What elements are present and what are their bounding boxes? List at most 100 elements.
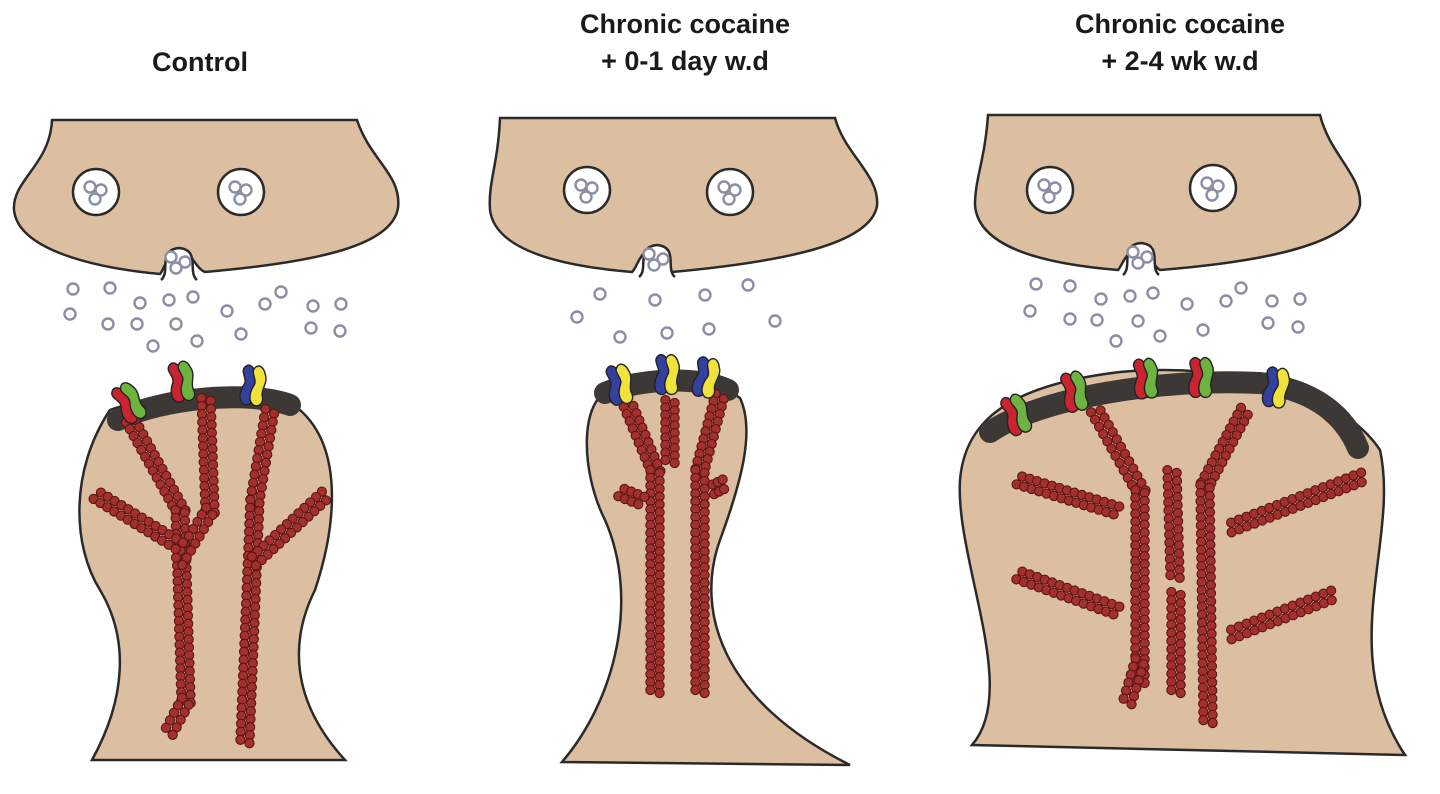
actin-filament (1166, 586, 1186, 699)
receptor-subunit (1198, 356, 1214, 399)
actin-filament (245, 404, 280, 509)
neurotransmitter (63, 307, 77, 321)
actin-filament (1011, 566, 1125, 620)
neurotransmitter (333, 324, 347, 338)
neurotransmitter (1140, 250, 1154, 264)
neurotransmitter (1211, 179, 1225, 193)
panel-title-line: Chronic cocaine (579, 9, 791, 39)
actin-filament (88, 487, 189, 555)
neurotransmitter (1196, 323, 1210, 337)
neurotransmitter (234, 327, 248, 341)
neurotransmitter (1037, 178, 1051, 192)
neurotransmitter (717, 180, 731, 194)
panel-title-line: Control (152, 47, 248, 77)
neurotransmitter (178, 255, 192, 269)
actin-filament (660, 394, 680, 469)
neurotransmitter (1291, 320, 1305, 334)
neurotransmitter (613, 330, 627, 344)
neurotransmitter (1023, 304, 1037, 318)
receptor (1188, 356, 1214, 399)
neurotransmitter (647, 258, 661, 272)
neurotransmitter (1153, 329, 1167, 343)
neurotransmitter (570, 310, 584, 324)
actin-filament (1118, 653, 1149, 710)
synaptic-vesicle (705, 167, 755, 217)
neurotransmitter (728, 183, 742, 197)
neurotransmitter (1205, 188, 1219, 202)
neurotransmitter (239, 183, 253, 197)
neurotransmitter (162, 293, 176, 307)
neurotransmitter (83, 180, 97, 194)
neurotransmitter (258, 297, 272, 311)
postsynaptic-density (979, 371, 1369, 459)
panel-title-line: + 0-1 day w.d (601, 46, 769, 76)
neurotransmitter (169, 317, 183, 331)
receptor-subunit (1271, 367, 1291, 409)
panel-title-line: Chronic cocaine (1074, 9, 1286, 39)
receptor-subunit (1142, 357, 1159, 399)
presynaptic-terminal (488, 116, 879, 274)
panel-title-cocaine-0-1-day: Chronic cocaine + 0-1 day w.d (535, 6, 835, 80)
receptor (1060, 370, 1089, 413)
neurotransmitter (1131, 314, 1145, 328)
neurotransmitter (642, 247, 656, 261)
synaptic-vesicle (562, 165, 612, 215)
neurotransmitter (1109, 334, 1123, 348)
receptor (167, 360, 196, 403)
actin-filament (645, 464, 665, 699)
neurotransmitter (648, 293, 662, 307)
panel-title-control: Control (100, 44, 300, 81)
neurotransmitter (1200, 176, 1214, 190)
neurotransmitter (1265, 294, 1279, 308)
neurotransmitter (768, 314, 782, 328)
receptor (111, 382, 147, 425)
receptor (1000, 393, 1033, 437)
neurotransmitter (660, 326, 674, 340)
neurotransmitter (722, 192, 736, 206)
receptor (654, 353, 680, 396)
actin-filament (1085, 405, 1151, 498)
receptor-subunit (177, 360, 196, 402)
vesicle-fusion (160, 246, 198, 281)
presynaptic-terminal (12, 118, 400, 276)
actin-filament (196, 393, 220, 518)
receptor (1132, 357, 1159, 400)
neurotransmitter (702, 322, 716, 336)
actin-filament (1225, 467, 1367, 538)
receptor-subunit (701, 357, 721, 399)
neurotransmitter (66, 282, 80, 296)
neurotransmitter (1123, 289, 1137, 303)
neurotransmitter (220, 304, 234, 318)
neurotransmitter (304, 321, 318, 335)
receptor (605, 363, 634, 406)
neurotransmitter (1094, 292, 1108, 306)
neurotransmitter (146, 339, 160, 353)
neurotransmitter (186, 290, 200, 304)
neurotransmitter (1063, 312, 1077, 326)
synapse-panel-control (12, 118, 400, 762)
receptor-subunit (249, 365, 267, 407)
synapse-panel-cocaine-2-4-wk (958, 113, 1408, 757)
neurotransmitter (1042, 190, 1056, 204)
neurotransmitter (1048, 181, 1062, 195)
neurotransmitter (579, 190, 593, 204)
neurotransmitter (1131, 256, 1145, 270)
panel-title-line: + 2-4 wk w.d (1101, 46, 1259, 76)
neurotransmitter (656, 252, 670, 266)
vesicle-fusion (638, 243, 676, 278)
synaptic-vesicle (1025, 165, 1075, 215)
neurotransmitter (88, 192, 102, 206)
neurotransmitter (130, 317, 144, 331)
actin-filament (690, 464, 710, 699)
actin-filament (170, 502, 218, 571)
neurotransmitter (274, 285, 288, 299)
neurotransmitter (334, 297, 348, 311)
neurotransmitter (1126, 245, 1140, 259)
actin-filament (707, 474, 730, 500)
neurotransmitter (1063, 279, 1077, 293)
panel-title-cocaine-2-4-wk: Chronic cocaine + 2-4 wk w.d (1030, 6, 1330, 80)
neurotransmitter (1234, 281, 1248, 295)
neurotransmitter (698, 288, 712, 302)
receptor-subunit (664, 353, 680, 396)
